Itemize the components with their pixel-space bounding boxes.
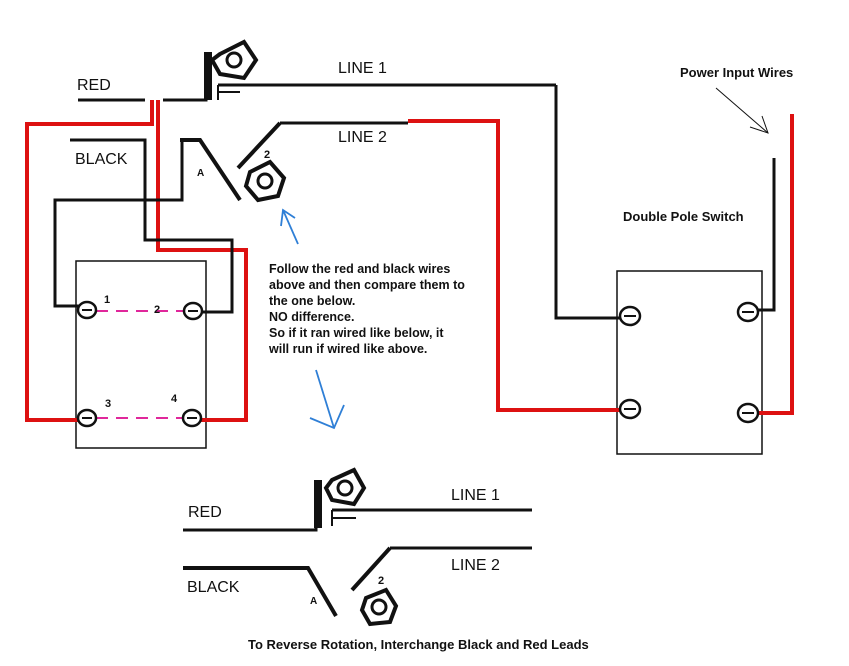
a-label-bottom: A [310, 596, 317, 607]
terminal-3 [76, 408, 98, 428]
line1-label-top: LINE 1 [338, 60, 387, 77]
blue-arrow-up-icon [280, 208, 299, 245]
line2-label-top: LINE 2 [338, 129, 387, 146]
switch-terminal-bottom-left [618, 398, 642, 420]
note-line: above and then compare them to [269, 278, 465, 292]
two-label-bottom: 2 [378, 575, 384, 587]
line2-label-bottom: LINE 2 [451, 557, 500, 574]
note-line: Follow the red and black wires [269, 262, 450, 276]
terminal-2-label: 2 [154, 304, 160, 316]
note-line: NO difference. [269, 310, 354, 324]
black-label-top: BLACK [75, 151, 128, 168]
line1-label-bottom: LINE 1 [451, 487, 500, 504]
switch-terminal-top-right [736, 301, 760, 323]
caption: To Reverse Rotation, Interchange Black a… [248, 637, 589, 652]
red-label-top: RED [77, 77, 111, 94]
double-pole-switch-label: Double Pole Switch [623, 209, 744, 224]
terminal-4 [181, 408, 203, 428]
switch-terminal-bottom-right [736, 402, 760, 424]
two-label-top: 2 [264, 149, 270, 161]
power-input-label: Power Input Wires [680, 65, 793, 80]
bottom-contactor [183, 467, 532, 627]
top-line2-contact [180, 121, 408, 203]
top-line1-contact [204, 39, 556, 100]
note-line: So if it ran wired like below, it [269, 326, 444, 340]
power-red-wire [746, 114, 794, 415]
terminal-3-label: 3 [105, 398, 111, 410]
terminal-1-label: 1 [104, 294, 110, 306]
black-label-bottom: BLACK [187, 579, 240, 596]
terminal-4-label: 4 [171, 393, 178, 405]
power-input-arrow-icon [715, 87, 769, 134]
a-label-top: A [197, 168, 204, 179]
terminal-1 [76, 300, 98, 320]
note-line: the one below. [269, 294, 355, 308]
red-label-bottom: RED [188, 504, 222, 521]
blue-arrow-down-icon [309, 369, 345, 430]
terminal-2 [182, 301, 204, 321]
double-pole-switch [616, 270, 763, 455]
note-line: will run if wired like above. [268, 342, 427, 356]
explanation-note: Follow the red and black wires above and… [268, 262, 465, 356]
switch-terminal-top-left [618, 305, 642, 327]
